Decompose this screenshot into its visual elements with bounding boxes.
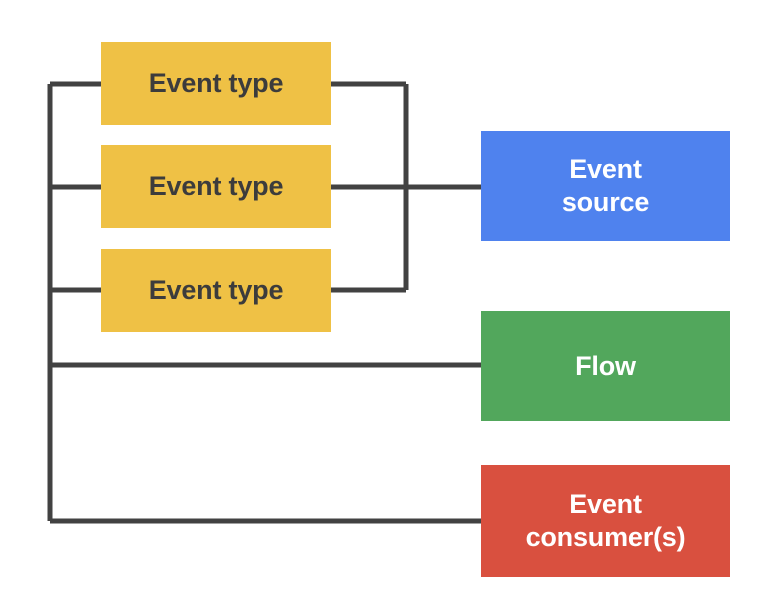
node-flow[interactable]: Flow <box>481 311 730 421</box>
node-event-type-2[interactable]: Event type <box>101 145 331 228</box>
node-event-consumer-label-line2: consumer(s) <box>525 522 686 552</box>
node-event-type-3[interactable]: Event type <box>101 249 331 332</box>
node-event-source-label-line1: Event <box>569 154 642 185</box>
node-event-consumer[interactable]: Event consumer(s) <box>481 465 730 577</box>
node-event-consumer-label: Event consumer(s) <box>526 488 686 554</box>
node-flow-label: Flow <box>575 350 636 381</box>
node-event-source[interactable]: Event source <box>481 131 730 241</box>
node-event-type-2-label: Event type <box>148 171 284 202</box>
node-event-source-label: Event source <box>561 153 650 219</box>
node-event-type-3-label: Event type <box>148 275 284 306</box>
node-event-consumer-label-line1: Event <box>569 489 642 520</box>
node-event-source-label-line2: source <box>561 187 650 217</box>
node-event-type-1[interactable]: Event type <box>101 42 331 125</box>
node-event-type-1-label: Event type <box>148 68 284 99</box>
